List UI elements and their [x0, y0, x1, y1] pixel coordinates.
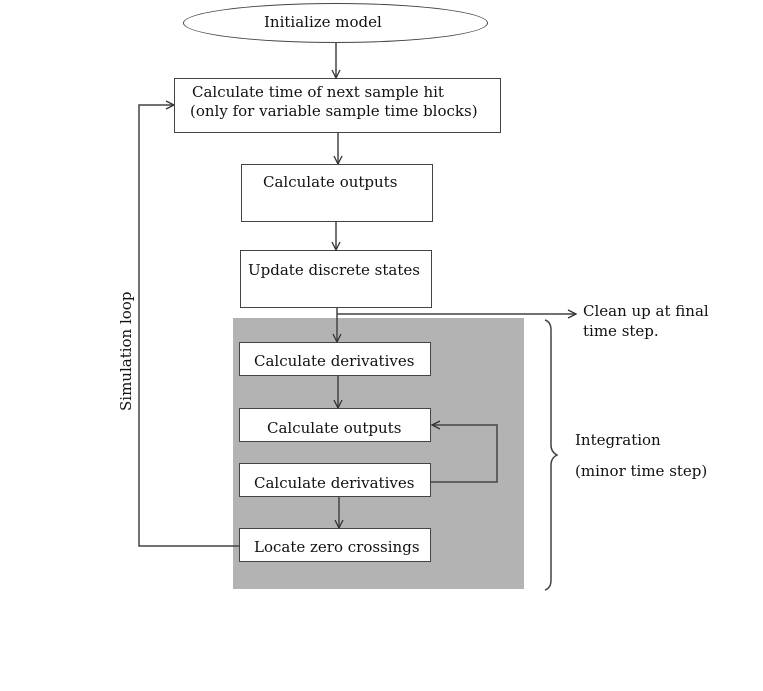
calc-outputs-label: Calculate outputs	[263, 173, 398, 191]
locate-zero-crossings-box	[239, 528, 431, 562]
update-discrete-label: Update discrete states	[248, 261, 420, 279]
calc-outputs-box	[241, 164, 433, 222]
next-sample-hit-label-line1: Calculate time of next sample hit	[192, 83, 444, 101]
integration-label-line2: (minor time step)	[575, 462, 708, 480]
calc-derivatives-1-box	[239, 342, 431, 376]
initialize-model-node	[183, 3, 488, 43]
update-discrete-box	[240, 250, 432, 308]
calc-derivatives-1-label: Calculate derivatives	[254, 352, 415, 370]
calc-outputs-minor-label: Calculate outputs	[267, 419, 402, 437]
locate-zero-crossings-label: Locate zero crossings	[254, 538, 420, 556]
cleanup-label-line2: time step.	[583, 322, 659, 340]
cleanup-label-line1: Clean up at final	[583, 302, 709, 320]
calc-derivatives-2-box	[239, 463, 431, 497]
arrow-simulation-loop	[138, 105, 240, 547]
initialize-model-label: Initialize model	[264, 13, 382, 31]
integration-brace	[544, 319, 559, 591]
next-sample-hit-label-line2: (only for variable sample time blocks)	[190, 102, 478, 120]
calc-outputs-minor-box	[239, 408, 431, 442]
integration-label-line1: Integration	[575, 431, 661, 449]
next-sample-hit-box	[174, 78, 501, 133]
arrow-minor-loop	[431, 425, 498, 483]
calc-derivatives-2-label: Calculate derivatives	[254, 474, 415, 492]
simulation-loop-label: Simulation loop	[117, 291, 135, 411]
